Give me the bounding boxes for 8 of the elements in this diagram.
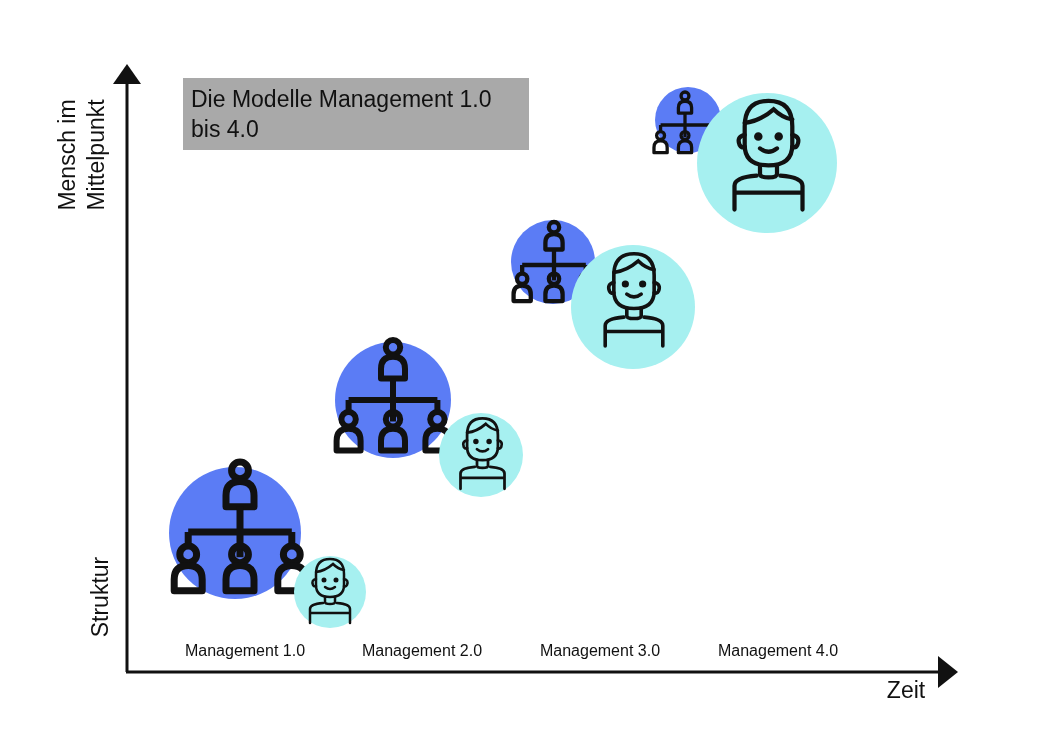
y-axis-label: Mensch im Mittelpunkt xyxy=(53,98,110,213)
y-axis-label: Struktur xyxy=(85,556,114,638)
category-label: Management 2.0 xyxy=(361,641,483,661)
category-label: Management 4.0 xyxy=(717,641,839,661)
title-text: Die Modelle Management 1.0 bis 4.0 xyxy=(183,78,529,150)
category-label: Management 3.0 xyxy=(539,641,661,661)
x-axis-label: Zeit xyxy=(886,675,926,705)
category-label: Management 1.0 xyxy=(184,641,306,661)
